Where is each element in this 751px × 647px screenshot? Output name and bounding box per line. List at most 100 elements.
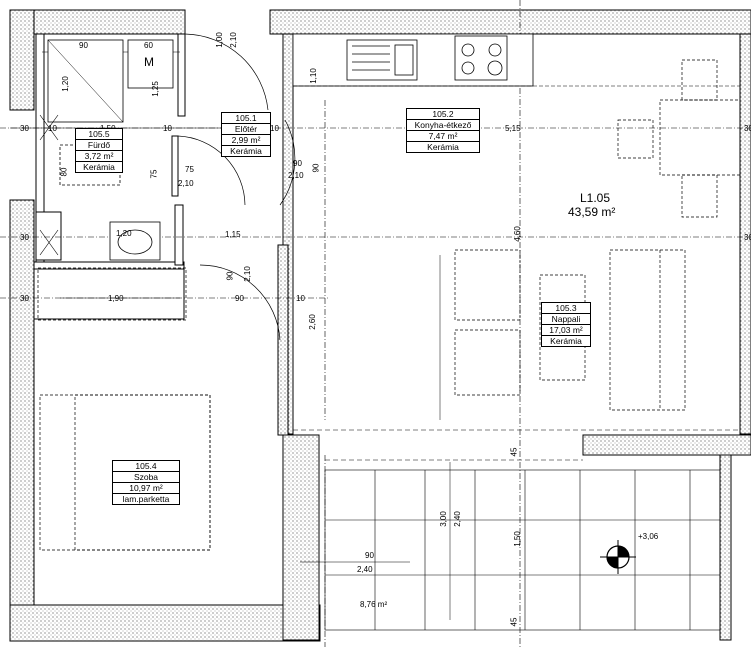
unit-code: L1.05: [580, 191, 611, 205]
dim-10-mid: 10: [163, 124, 172, 133]
dim-120-basin: 1,20: [116, 229, 132, 238]
wall-balcony-left: [282, 434, 320, 641]
dim-90-kitchen: 90: [293, 159, 302, 168]
balcony-level: +3,06: [638, 532, 659, 541]
dim-240-balc-v: 2,40: [452, 511, 462, 527]
dim-45-bottom: 45: [509, 617, 519, 627]
meter-box: [127, 39, 174, 89]
dim-30-left-1: 30: [20, 124, 29, 133]
room-floor: Kerámia: [76, 161, 122, 172]
dining-table: [659, 99, 741, 176]
room-id: 105.5: [88, 129, 110, 139]
room-label-105-1: 105.1 Előtér 2,99 m² Kerámia: [221, 112, 271, 157]
dim-30-left-3: 30: [20, 294, 29, 303]
dim-460: 4,60: [512, 226, 522, 242]
entry-door-arc: [184, 33, 269, 111]
room-name: Konyha-étkező: [407, 119, 479, 130]
dim-190: 1,90: [108, 294, 124, 303]
wall-top-right: [269, 9, 751, 35]
unit-area: 43,59 m²: [568, 205, 616, 219]
kitchen-door-arc: [279, 119, 296, 206]
dim-10-room: 10: [296, 294, 305, 303]
room-label-105-3: 105.3 Nappali 17,03 m² Kerámia: [541, 302, 591, 347]
bathroom-fixtures: [47, 39, 174, 261]
bedroom-furniture: [37, 267, 211, 551]
sofa: [609, 249, 686, 411]
room-name: Előtér: [222, 123, 270, 134]
room-door-arc: [199, 264, 281, 341]
armchair-1: [454, 249, 521, 321]
dim-300: 3,00: [438, 511, 448, 527]
room-floor: Kerámia: [407, 141, 479, 152]
wall-left-lower: [9, 199, 35, 611]
armchair-2: [454, 329, 521, 396]
room-area: 2,99 m²: [222, 134, 270, 145]
wall-top-left: [9, 9, 186, 35]
door-swings: [177, 33, 296, 341]
room-area: 10,97 m²: [113, 482, 179, 493]
dim-210-entry: 2,10: [228, 32, 238, 48]
room-id: 105.4: [135, 461, 157, 471]
wall-right-upper: [739, 33, 751, 435]
dim-90-room-v: 90: [225, 271, 235, 281]
room-name: Szoba: [113, 471, 179, 482]
room-label-105-4: 105.4 Szoba 10,97 m² lam.parketta: [112, 460, 180, 505]
room-name: Fürdő: [76, 139, 122, 150]
dim-10-hall: 10: [270, 124, 279, 133]
wall-balcony-right: [719, 454, 732, 641]
dim-210-bath: 2,10: [178, 179, 194, 188]
dining-set: [617, 59, 741, 218]
room-label-105-2: 105.2 Konyha-étkező 7,47 m² Kerámia: [406, 108, 480, 153]
dim-45-top: 45: [509, 447, 519, 457]
dim-125: 1,25: [150, 81, 160, 97]
walls: [9, 9, 751, 642]
dim-90-kitchen-v: 90: [311, 163, 321, 173]
window-markers: [39, 114, 59, 256]
dim-90-balc: 90: [365, 551, 374, 560]
dim-100: 1,00: [214, 32, 224, 48]
room-area: 17,03 m²: [542, 324, 590, 335]
room-id: 105.1: [235, 113, 257, 123]
room-wall-top: [33, 268, 185, 320]
dim-120-shower: 1,20: [60, 76, 70, 92]
kitchen-fixtures: [292, 33, 740, 87]
bath-hall-wall: [171, 135, 179, 197]
partitions: [33, 33, 186, 320]
balcony-tiles: [324, 469, 721, 631]
wall-left-upper: [9, 9, 35, 111]
level-marker-icon: [600, 540, 636, 574]
dim-80: 80: [59, 167, 69, 177]
dim-90-room: 90: [235, 294, 244, 303]
meter-label: M: [144, 55, 154, 69]
room-id: 105.2: [432, 109, 454, 119]
room-area: 3,72 m²: [76, 150, 122, 161]
dim-110: 1,10: [308, 68, 318, 84]
dim-210-kitchen: 2,10: [288, 171, 304, 180]
room-label-105-5: 105.5 Fürdő 3,72 m² Kerámia: [75, 128, 123, 173]
dim-60-top: 60: [144, 41, 153, 50]
wall-balcony-top-right: [582, 434, 751, 456]
dim-240-balc: 2,40: [357, 565, 373, 574]
room-floor: Kerámia: [542, 335, 590, 346]
balcony-area: 8,76 m²: [360, 600, 388, 609]
window-left-upper: [35, 211, 62, 261]
room-id: 105.3: [555, 303, 577, 313]
bath-wall-right: [177, 33, 186, 117]
dim-30-left-2: 30: [20, 233, 29, 242]
dim-260: 2,60: [307, 314, 317, 330]
dim-30-right-1: 30: [744, 124, 751, 133]
dim-10-left-1: 10: [48, 124, 57, 133]
dim-210-room: 2,10: [242, 266, 252, 282]
dim-515: 5,15: [505, 124, 521, 133]
room-floor: Kerámia: [222, 145, 270, 156]
dim-115: 1,15: [225, 230, 241, 239]
dim-75-bath-v: 75: [149, 169, 159, 179]
room-area: 7,47 m²: [407, 130, 479, 141]
room-floor: lam.parketta: [113, 493, 179, 504]
wall-room-right: [277, 244, 289, 436]
bath-door-arc: [177, 135, 246, 206]
room-name: Nappali: [542, 313, 590, 324]
wall-bottom-left: [9, 604, 321, 642]
dim-90-top: 90: [79, 41, 88, 50]
